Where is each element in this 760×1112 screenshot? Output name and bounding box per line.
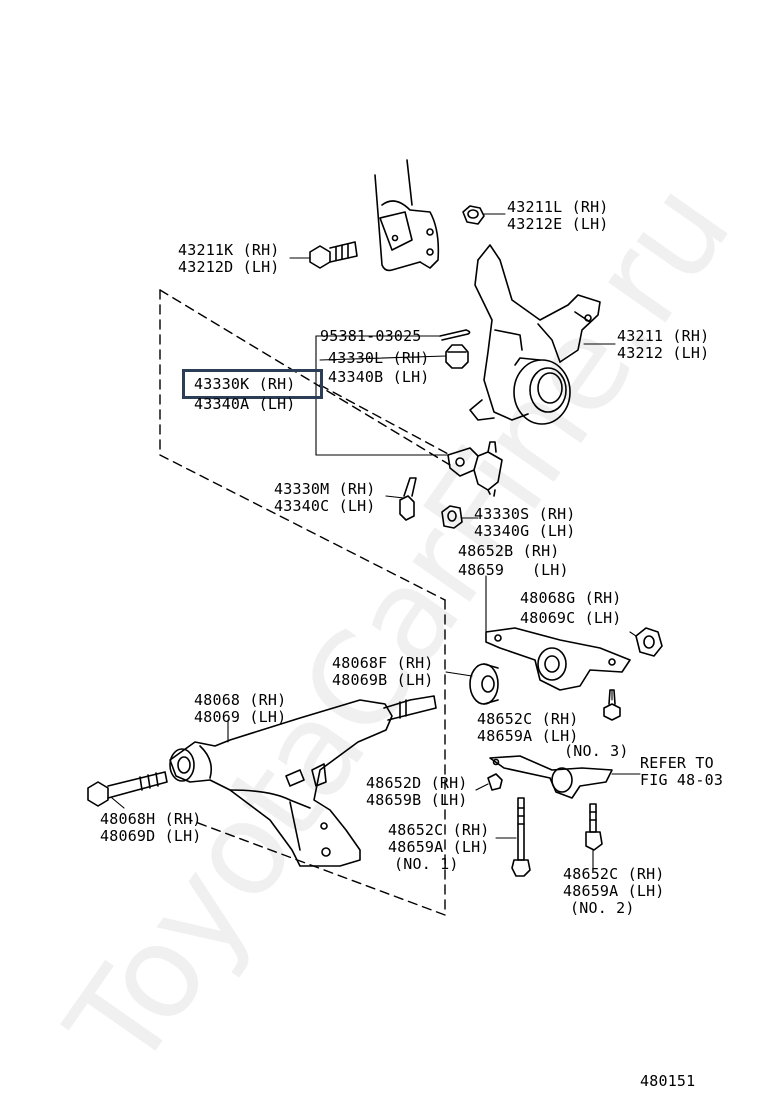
label-43340g-lh[interactable]: 43340G (LH)	[474, 522, 576, 540]
bushing-48068f-icon	[469, 663, 499, 705]
nut-48068g-icon	[635, 627, 663, 657]
part-highlight-box	[182, 369, 323, 399]
label-48069c-lh[interactable]: 48069C (LH)	[520, 609, 622, 627]
label-48659a-lh-no2[interactable]: 48659A (LH)	[563, 882, 665, 900]
label-43330l-rh[interactable]: 43330L (RH)	[328, 349, 430, 367]
diagram-number: 480151	[640, 1072, 696, 1090]
nut-48652d-icon	[487, 773, 503, 791]
label-43330k-rh[interactable]: 43330K (RH)	[194, 375, 296, 393]
label-95381-03025[interactable]: 95381-03025	[320, 327, 422, 345]
bolt-48652c-no1-icon	[511, 797, 531, 877]
label-48652c-rh-no3[interactable]: 48652C (RH)	[477, 710, 579, 728]
bolt-43330m-icon	[399, 477, 417, 521]
label-48068f-rh[interactable]: 48068F (RH)	[332, 654, 434, 672]
label-48659b-lh[interactable]: 48659B (LH)	[366, 791, 468, 809]
label-no2: (NO. 2)	[570, 899, 635, 917]
label-43330m-rh[interactable]: 43330M (RH)	[274, 480, 376, 498]
label-48068g-rh[interactable]: 48068G (RH)	[520, 589, 622, 607]
label-48652d-rh[interactable]: 48652D (RH)	[366, 774, 468, 792]
strut-tube-icon	[374, 159, 440, 272]
label-48652c-rh-no1[interactable]: 48652C (RH)	[388, 821, 490, 839]
ball-joint-icon	[447, 441, 503, 497]
label-no3: (NO. 3)	[564, 742, 629, 760]
nut-43330s-icon	[441, 505, 463, 529]
steering-knuckle-icon	[469, 244, 601, 425]
lower-control-arm-icon	[169, 695, 437, 867]
label-no1: (NO. 1)	[394, 855, 459, 873]
rear-bracket-icon	[489, 755, 613, 799]
label-48659a-lh-no1[interactable]: 48659A (LH)	[388, 838, 490, 856]
label-48652c-rh-no2[interactable]: 48652C (RH)	[563, 865, 665, 883]
label-48069-lh[interactable]: 48069 (LH)	[194, 708, 287, 726]
label-43211k-rh[interactable]: 43211K (RH)	[178, 241, 280, 259]
label-43340c-lh[interactable]: 43340C (LH)	[274, 497, 376, 515]
label-48069d-lh[interactable]: 48069D (LH)	[100, 827, 202, 845]
bolt-48068h-icon	[87, 771, 168, 807]
label-48068h-rh[interactable]: 48068H (RH)	[100, 810, 202, 828]
label-43212-lh[interactable]: 43212 (LH)	[617, 344, 710, 362]
label-43330s-rh[interactable]: 43330S (RH)	[474, 505, 576, 523]
label-43212e-lh[interactable]: 43212E (LH)	[507, 215, 609, 233]
assembly-boundary-dashed	[159, 289, 451, 916]
label-fig-48-03[interactable]: FIG 48-03	[640, 771, 724, 789]
label-48069b-lh[interactable]: 48069B (LH)	[332, 671, 434, 689]
nut-43211l-icon	[462, 205, 485, 225]
cotter-pin-icon	[439, 329, 471, 341]
bushing-bracket-icon	[485, 627, 631, 691]
label-43340a-lh[interactable]: 43340A (LH)	[194, 395, 296, 413]
label-48068-rh[interactable]: 48068 (RH)	[194, 691, 287, 709]
bolt-43211k-icon	[309, 241, 358, 269]
label-48659a-lh-no3[interactable]: 48659A (LH)	[477, 727, 579, 745]
label-48659-lh[interactable]: 48659 (LH)	[458, 561, 569, 579]
castle-nut-icon	[445, 344, 469, 369]
leader-lines	[111, 213, 641, 871]
label-refer-to: REFER TO	[640, 754, 714, 772]
label-43212d-lh[interactable]: 43212D (LH)	[178, 258, 280, 276]
bolt-48652c-no2-icon	[585, 803, 603, 851]
label-48652b-rh[interactable]: 48652B (RH)	[458, 542, 560, 560]
label-43211-rh[interactable]: 43211 (RH)	[617, 327, 710, 345]
label-43211l-rh[interactable]: 43211L (RH)	[507, 198, 609, 216]
label-43340b-lh[interactable]: 43340B (LH)	[328, 368, 430, 386]
